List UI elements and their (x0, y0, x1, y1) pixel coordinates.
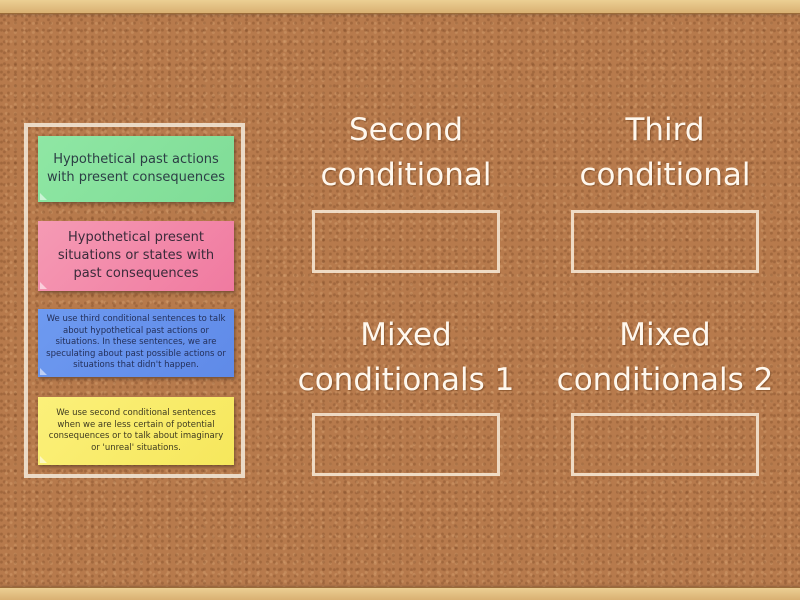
card-text: We use third conditional sentences to ta… (46, 314, 226, 371)
board-frame-top (0, 0, 800, 14)
drop-zone-second-conditional[interactable] (312, 210, 500, 273)
zone-title-mixed-conditionals-1: Mixed conditionals 1 (297, 317, 515, 398)
draggable-card-green[interactable]: Hypothetical past actions with present c… (38, 136, 234, 202)
drop-zone-mixed-conditionals-2[interactable] (571, 413, 759, 476)
draggable-card-blue[interactable]: We use third conditional sentences to ta… (38, 309, 234, 377)
zone-title-third-conditional: Third conditional (579, 112, 751, 193)
board-frame-bottom (0, 587, 800, 600)
drop-zone-mixed-conditionals-1[interactable] (312, 413, 500, 476)
card-text: Hypothetical present situations or state… (57, 230, 215, 281)
draggable-card-yellow[interactable]: We use second conditional sentences when… (38, 397, 234, 465)
zone-title-mixed-conditionals-2: Mixed conditionals 2 (556, 317, 774, 398)
card-pool (24, 123, 245, 478)
draggable-card-pink[interactable]: Hypothetical present situations or state… (38, 221, 234, 291)
card-text: Hypothetical past actions with present c… (46, 152, 226, 185)
card-text: We use second conditional sentences when… (48, 408, 224, 453)
drop-zone-third-conditional[interactable] (571, 210, 759, 273)
zone-title-second-conditional: Second conditional (320, 112, 492, 193)
